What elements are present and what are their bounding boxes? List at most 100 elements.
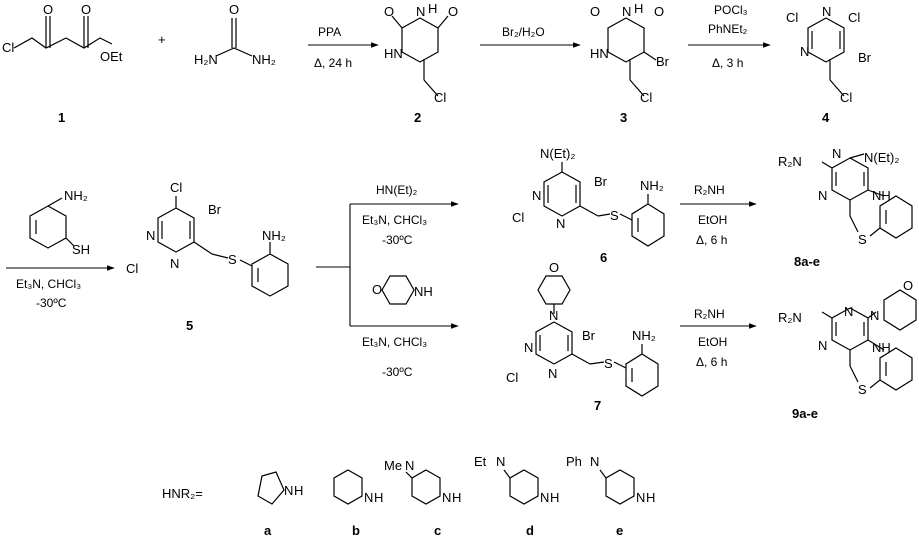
- atom-nh2: NH₂: [640, 178, 664, 193]
- atom-s: S: [610, 208, 619, 223]
- atom-s: S: [858, 232, 867, 247]
- atom-cl: Cl: [506, 370, 518, 385]
- atom-et: Et: [474, 454, 487, 469]
- atom-nh: NH: [414, 284, 433, 299]
- atom-r2n: R₂N: [778, 154, 802, 169]
- atom-n: N: [844, 304, 853, 319]
- atom-n: N: [146, 228, 155, 243]
- atom-n: N: [832, 146, 841, 161]
- atom-nh2: NH₂: [64, 188, 88, 203]
- atom-h: H: [646, 490, 655, 505]
- atom-o: O: [43, 2, 53, 17]
- atom-o: O: [903, 278, 913, 293]
- compound-4: Cl N Cl N Br Cl 4: [786, 4, 872, 125]
- condition-reagent: PPA: [318, 25, 341, 39]
- amine-letter: a: [264, 523, 272, 538]
- atom-nh2: NH₂: [262, 228, 286, 243]
- compound-1: Cl O O OEt 1: [2, 2, 123, 125]
- aminothiophenol: NH₂ SH: [29, 188, 90, 257]
- compound-number: 1: [58, 110, 65, 125]
- compound-number: 3: [620, 110, 627, 125]
- condition-reagent: HN(Et)₂: [376, 183, 418, 197]
- atom-n: N: [636, 490, 645, 505]
- amine-c-methylpiperazine: Me N N H c: [384, 458, 461, 538]
- atom-nh2: NH₂: [252, 52, 276, 67]
- compound-7: O N N Br Cl N S NH₂ 7: [506, 260, 659, 413]
- atom-oet: OEt: [100, 49, 123, 64]
- atom-o: O: [654, 4, 664, 19]
- atom-r2n: R₂N: [778, 310, 802, 325]
- atom-n: N: [818, 338, 827, 353]
- condition-temperature: -30ºC: [36, 296, 67, 310]
- atom-n: N: [170, 256, 179, 271]
- atom-o: O: [590, 4, 600, 19]
- compound-3: O N H O HN Br Cl 3: [590, 1, 670, 125]
- atom-o: O: [372, 282, 382, 297]
- atom-o: O: [384, 4, 394, 19]
- atom-cl: Cl: [2, 40, 14, 55]
- compound-number: 7: [594, 398, 601, 413]
- atom-n: N: [800, 44, 809, 59]
- atom-o: O: [448, 4, 458, 19]
- compound-8: R₂N N N(Et)₂ N NH S 8a-e: [778, 146, 913, 269]
- atom-o: O: [549, 260, 559, 275]
- atom-n: N: [284, 483, 293, 498]
- condition-reagent: Br₂/H₂O: [502, 25, 545, 39]
- condition-base: PhNEt₂: [708, 22, 748, 36]
- plus-sign: +: [158, 32, 166, 47]
- atom-br: Br: [594, 174, 608, 189]
- atom-net2: N(Et)₂: [540, 146, 575, 161]
- atom-cl: Cl: [840, 90, 852, 105]
- atom-sh: SH: [72, 242, 90, 257]
- amine-d-ethylpiperazine: Et N N H d: [474, 454, 559, 538]
- atom-br: Br: [656, 54, 670, 69]
- atom-s: S: [858, 382, 867, 397]
- compound-5: Cl N Br Cl N S NH₂ 5: [126, 180, 289, 333]
- atom-cl: Cl: [512, 210, 524, 225]
- morpholine-reagent: O NH: [372, 275, 433, 305]
- atom-cl: Cl: [640, 90, 652, 105]
- atom-n: N: [549, 308, 558, 323]
- condition-base-solvent: Et₃N, CHCl₃: [362, 213, 427, 227]
- compound-number: 2: [414, 110, 421, 125]
- atom-cl: Cl: [126, 261, 138, 276]
- atom-n: N: [622, 4, 631, 19]
- atom-cl: Cl: [434, 90, 446, 105]
- compound-number: 9a-e: [792, 406, 818, 421]
- condition-reagent: R₂NH: [694, 307, 725, 321]
- atom-br: Br: [208, 202, 222, 217]
- atom-s: S: [604, 356, 613, 371]
- atom-n: N: [822, 4, 831, 19]
- atom-n: N: [496, 454, 505, 469]
- condition-temperature-time: Δ, 6 h: [696, 233, 727, 247]
- amine-b-piperidine: N H b: [333, 469, 383, 538]
- atom-net2: N(Et)₂: [864, 150, 899, 165]
- branching-arrow: [316, 201, 459, 329]
- atom-s: S: [228, 252, 237, 267]
- atom-o: O: [229, 2, 239, 17]
- atom-n: N: [442, 490, 451, 505]
- atom-n: N: [590, 454, 599, 469]
- amine-e-phenylpiperazine: Ph N N H e: [566, 454, 655, 538]
- condition-reagent: R₂NH: [694, 183, 725, 197]
- amine-letter: e: [616, 523, 623, 538]
- atom-ph: Ph: [566, 454, 582, 469]
- atom-n: N: [532, 188, 541, 203]
- atom-n: N: [524, 340, 533, 355]
- condition-temperature-time: Δ, 6 h: [696, 355, 727, 369]
- atom-h: H: [634, 1, 643, 16]
- atom-cl: Cl: [786, 10, 798, 25]
- compound-2: O N H O HN Cl 2: [384, 1, 458, 125]
- compound-number: 4: [822, 110, 830, 125]
- amine-letter: d: [526, 523, 534, 538]
- atom-nh2: H₂N: [194, 52, 218, 67]
- atom-nh: NH: [872, 340, 891, 355]
- urea: O H₂N NH₂: [194, 2, 276, 67]
- compound-6: N(Et)₂ N Br Cl N S NH₂ 6: [512, 146, 665, 265]
- condition-base-solvent: Et₃N, CHCl₃: [16, 277, 81, 291]
- atom-h: H: [294, 483, 303, 498]
- amine-a-pyrrolidine: N H a: [257, 471, 303, 538]
- atom-n: N: [548, 366, 557, 381]
- atom-nh: NH: [872, 188, 891, 203]
